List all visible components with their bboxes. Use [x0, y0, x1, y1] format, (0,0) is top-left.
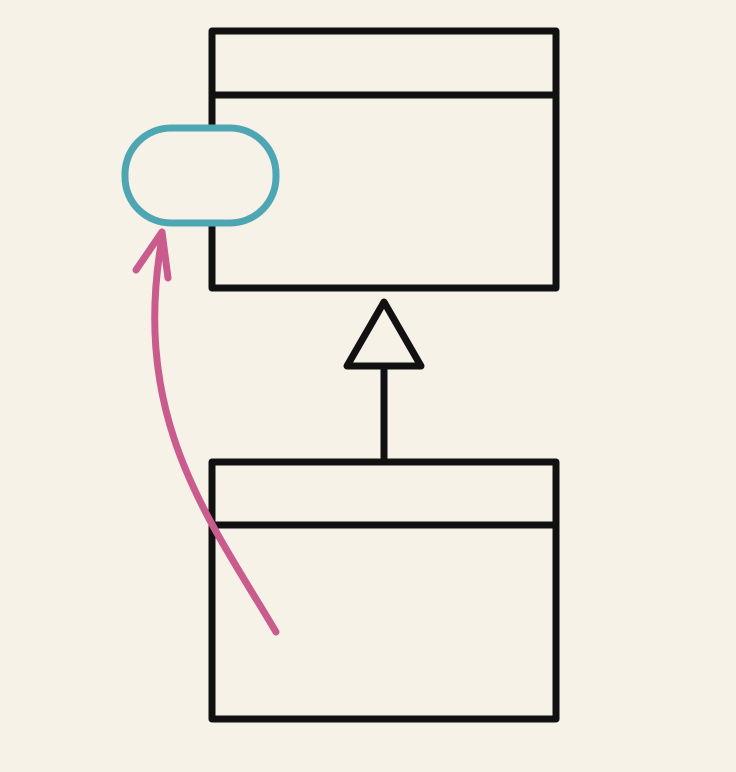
- highlight-oval: [121, 124, 280, 227]
- curved-arrow-head: [132, 228, 172, 282]
- curved-arrow-shaft: [151, 234, 280, 636]
- curved-arrow: [132, 228, 280, 636]
- subclass-outline: [208, 458, 560, 723]
- inheritance-arrow: [343, 298, 425, 464]
- inheritance-arrow-head: [343, 298, 425, 370]
- subclass-box: [208, 458, 560, 723]
